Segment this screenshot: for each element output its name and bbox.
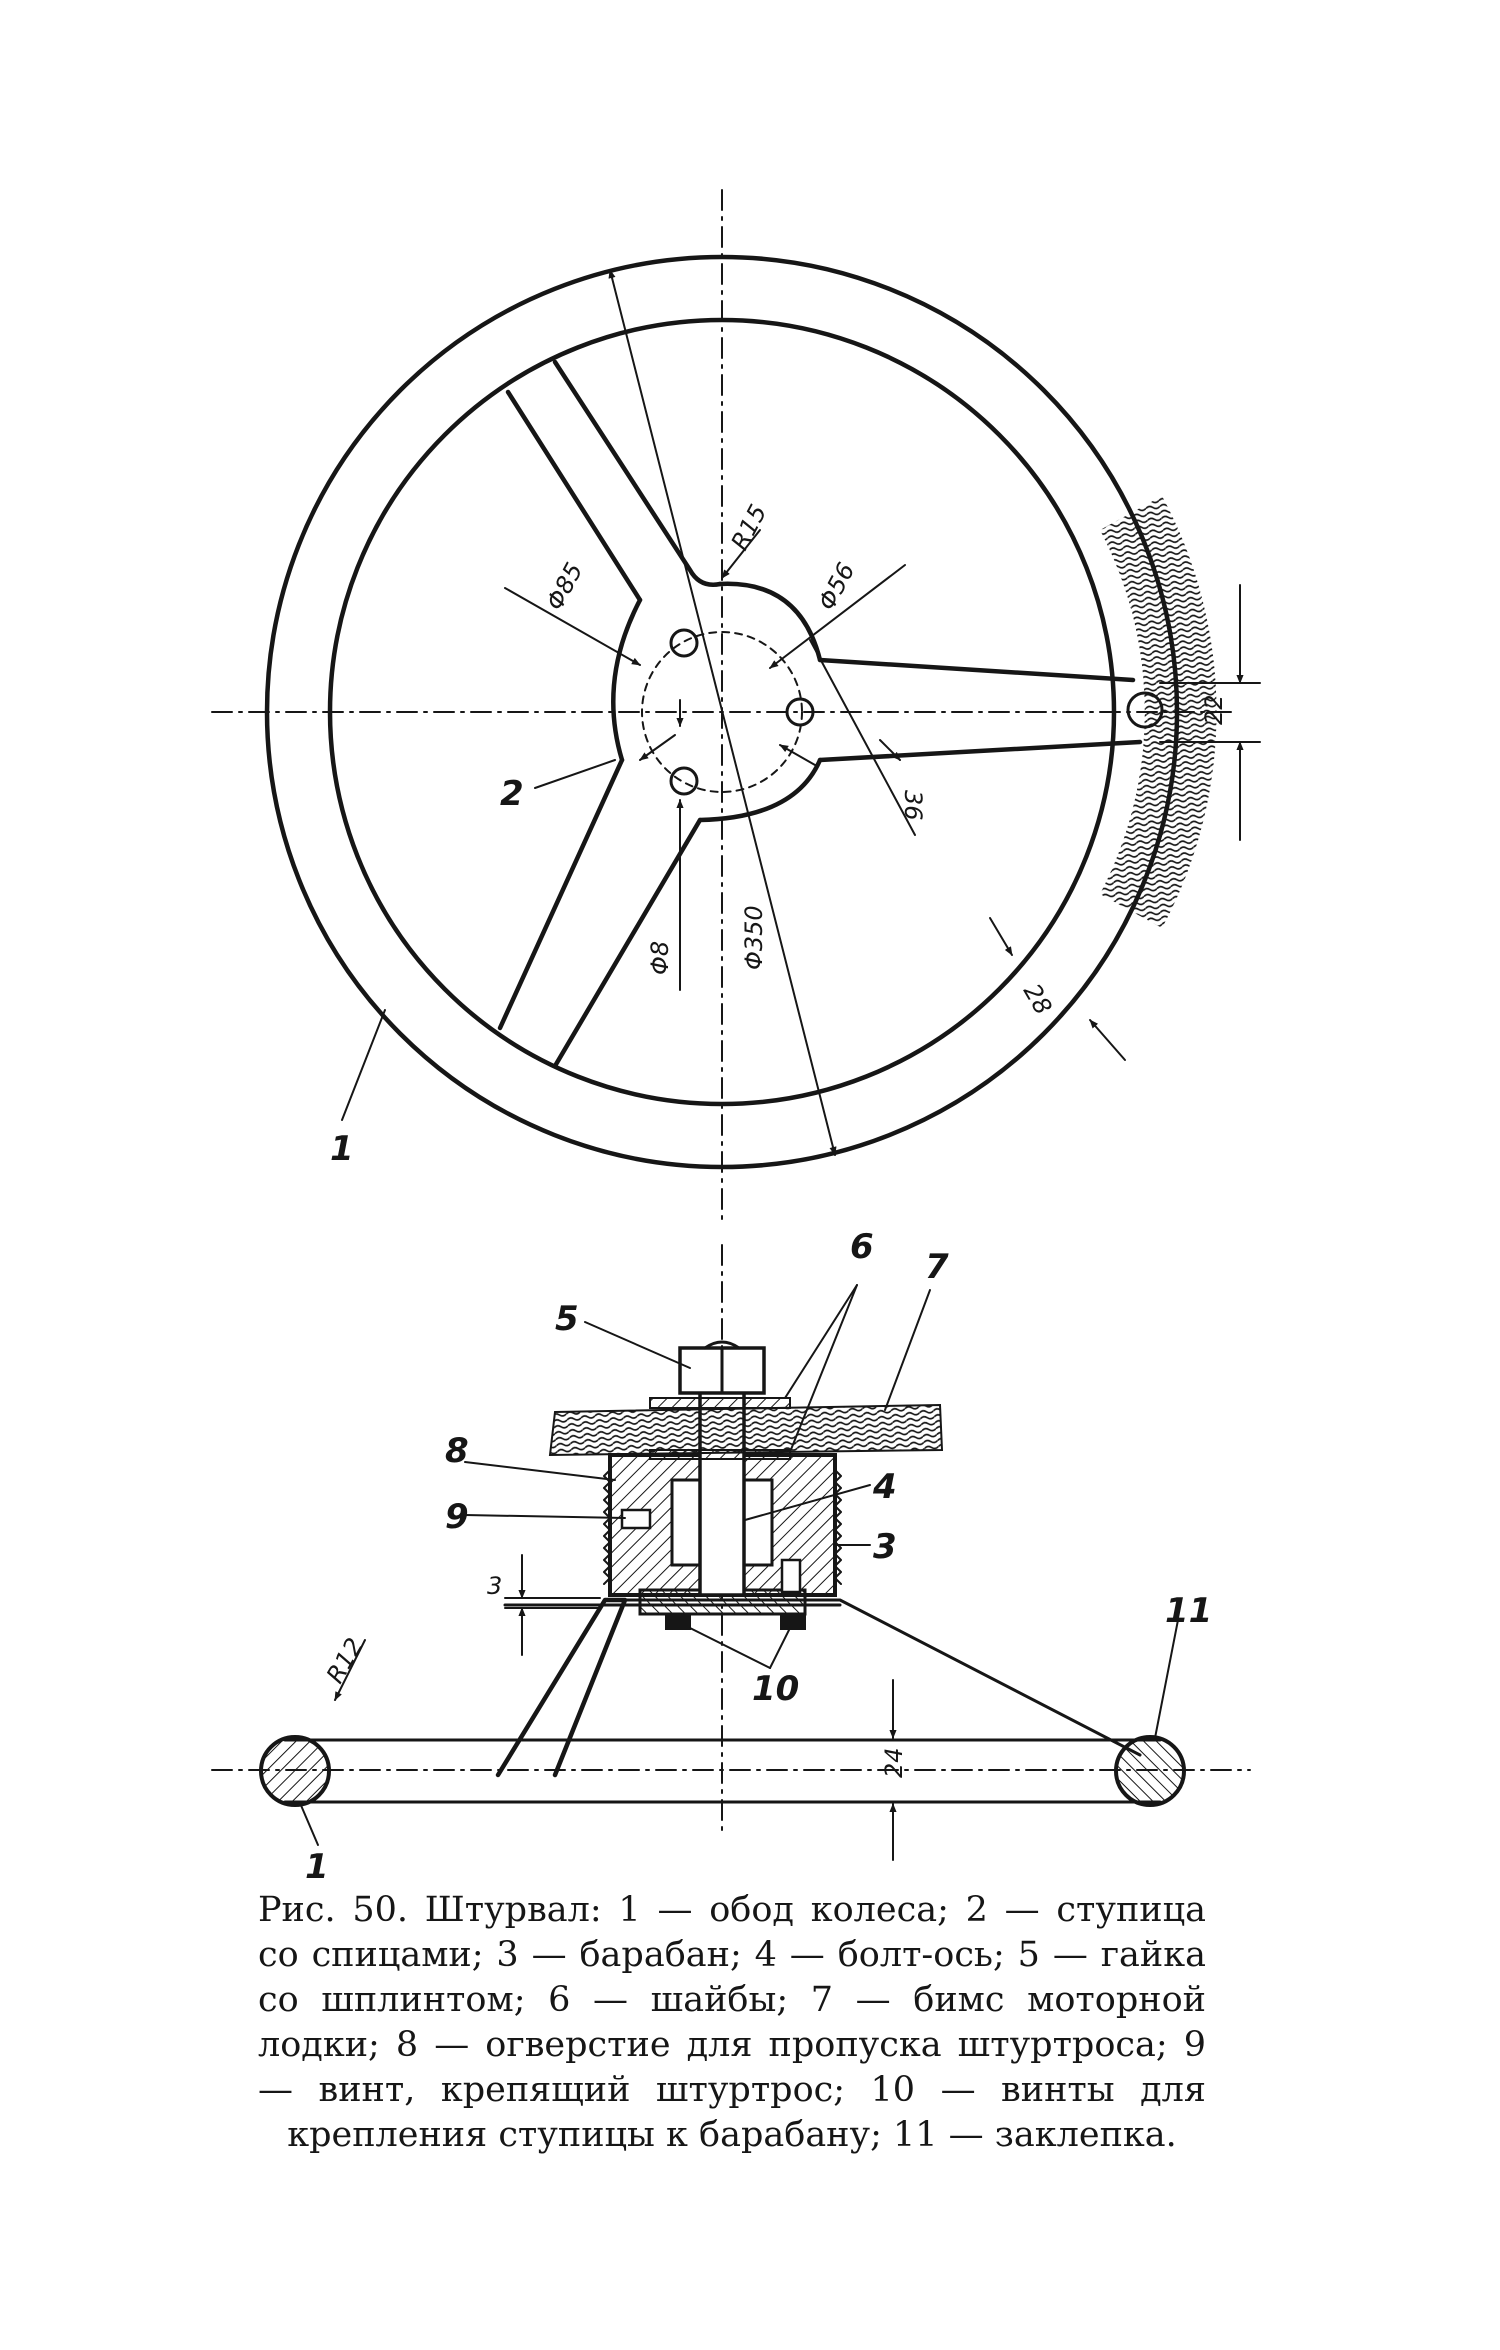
dim-36: 36	[899, 790, 927, 821]
callout-hub-screws: 10	[752, 1669, 799, 1709]
section-leaders	[299, 1284, 1179, 1846]
spoke-right-lower-edge	[817, 739, 1143, 763]
leader-hub-screw-1	[689, 1627, 771, 1669]
leader-hub	[534, 759, 616, 789]
leader-rivet	[1154, 1619, 1179, 1739]
dim-r15: R15	[726, 500, 773, 555]
leader-nut	[584, 1321, 691, 1369]
nut-top	[703, 1340, 741, 1350]
spoke-right-upper-edge	[817, 657, 1136, 683]
section-dimension-lines	[334, 1554, 897, 1861]
dim-24: 24	[880, 1747, 908, 1778]
spoke-upper-right-edge	[552, 359, 723, 587]
hub-arc-left	[611, 597, 643, 763]
callout-screw: 9	[445, 1497, 469, 1537]
leader-screw	[464, 1514, 626, 1519]
dim-3: 3	[487, 1572, 502, 1600]
leader-washer-bottom	[789, 1284, 858, 1453]
spoke-lower-left-edge	[497, 757, 625, 1031]
hub-with-spokes	[497, 359, 1164, 1069]
callout-nut: 5	[555, 1299, 579, 1339]
dim-line-85b	[779, 744, 816, 766]
plan-dimension-lines	[341, 269, 1261, 1156]
dim-28: 28	[1018, 979, 1058, 1019]
section-view: R12 3 24 5 6 7 8 9 4 3 10 11 1	[211, 1227, 1251, 1887]
callout-hub: 2	[500, 774, 524, 814]
beam	[548, 1403, 944, 1457]
callout-rivet: 11	[1165, 1591, 1212, 1631]
rim-wood-grain	[1100, 496, 1217, 928]
leader-rim	[341, 1009, 386, 1121]
rim-section-left	[259, 1735, 331, 1807]
leader-hole	[464, 1461, 616, 1481]
callout-bolt-axis: 4	[872, 1467, 897, 1507]
dim-line-56b	[639, 734, 676, 761]
spoke-section-left	[495, 1597, 628, 1778]
bolt-hole-3	[669, 766, 699, 796]
hub-arc-bottom	[697, 757, 823, 823]
leader-bolt-axis	[744, 1484, 871, 1521]
plan-view: R15 Φ85 Φ56 36 22 Φ8 Φ350 28 2 1	[211, 189, 1261, 1226]
leader-washer-top	[784, 1284, 858, 1399]
dim-line-r12	[334, 1639, 366, 1701]
dim-line-28b	[1089, 1019, 1126, 1061]
dim-56: Φ56	[813, 558, 861, 615]
dim-line-350	[608, 269, 837, 1156]
bolt-hole-1	[669, 628, 699, 658]
drum-thread-left	[603, 1469, 611, 1585]
dim-350: Φ350	[740, 905, 768, 970]
hub-screw-left	[665, 1614, 691, 1630]
dowel-pin	[780, 1558, 802, 1594]
washer-top	[649, 1397, 791, 1409]
cable-screw	[620, 1508, 652, 1530]
leader-hub-screw-2	[769, 1627, 791, 1669]
cable-hole	[1126, 691, 1164, 729]
callout-drum: 3	[873, 1527, 897, 1567]
dim-line-r15	[721, 529, 761, 579]
leader-beam	[884, 1289, 931, 1411]
callout-hole: 8	[445, 1431, 469, 1471]
figure-caption: Рис. 50. Штурвал: 1 — обод колеса; 2 — с…	[258, 1890, 1206, 2155]
dim-line-36	[879, 739, 901, 761]
dim-line-85	[504, 587, 641, 666]
callout-beam: 7	[925, 1247, 949, 1287]
dim-line-28a	[989, 917, 1013, 956]
dim-ext-36	[809, 639, 916, 836]
drum-thread-right	[834, 1469, 842, 1585]
hub-screw-right	[780, 1614, 806, 1630]
dim-line-56	[769, 564, 906, 669]
callout-washers: 6	[850, 1227, 874, 1267]
dim-8: Φ8	[646, 941, 674, 975]
dim-r12: R12	[321, 1633, 369, 1688]
dim-22: 22	[1200, 694, 1228, 725]
dim-85: Φ85	[541, 558, 589, 615]
callout-rim: 1	[330, 1129, 354, 1169]
leader-rim-section	[299, 1802, 319, 1846]
rim-section-right	[1114, 1735, 1186, 1807]
callout-rim-section: 1	[305, 1847, 329, 1887]
washer-bottom	[649, 1449, 791, 1460]
